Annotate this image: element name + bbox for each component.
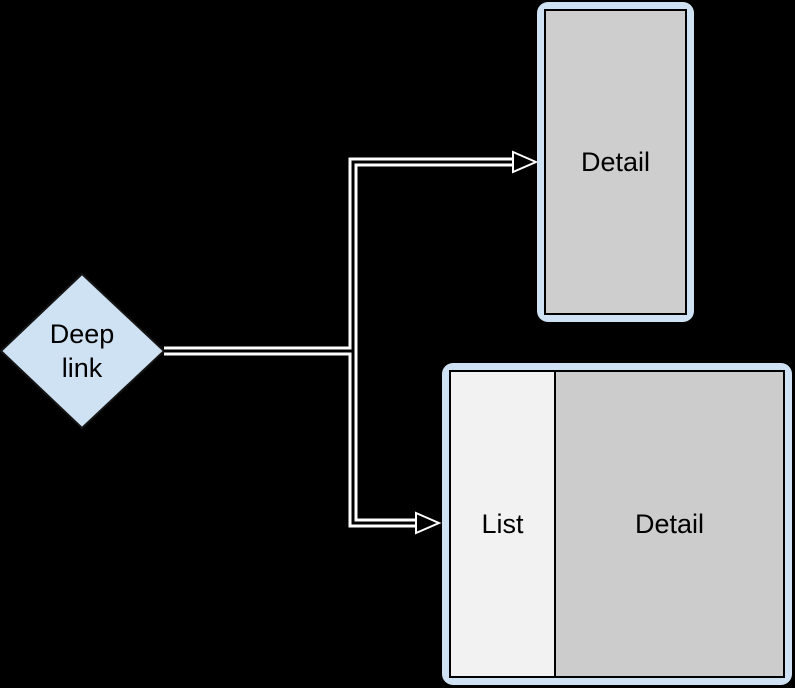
- list-pane-label: List: [481, 508, 524, 539]
- deep-link-label-line2: link: [61, 353, 103, 383]
- detail-window-frame: Detail: [544, 9, 687, 315]
- detail-pane: Detail: [546, 11, 685, 313]
- detail-pane-label: Detail: [580, 146, 651, 177]
- detail-window-node: Detail: [537, 2, 694, 322]
- deep-link-label: Deep link: [22, 317, 142, 385]
- connector-core: [164, 160, 515, 525]
- arrowhead-to-detail-icon: [512, 150, 539, 174]
- detail-pane-wide: Detail: [556, 372, 783, 676]
- list-detail-window-frame: List Detail: [449, 370, 785, 678]
- arrowhead-to-list-detail-icon: [415, 511, 442, 535]
- list-pane: List: [451, 372, 556, 676]
- deep-link-label-line1: Deep: [49, 319, 115, 349]
- list-detail-window-node: List Detail: [442, 363, 792, 685]
- deep-link-diamond: [0, 272, 166, 430]
- detail-pane-wide-label: Detail: [634, 508, 705, 539]
